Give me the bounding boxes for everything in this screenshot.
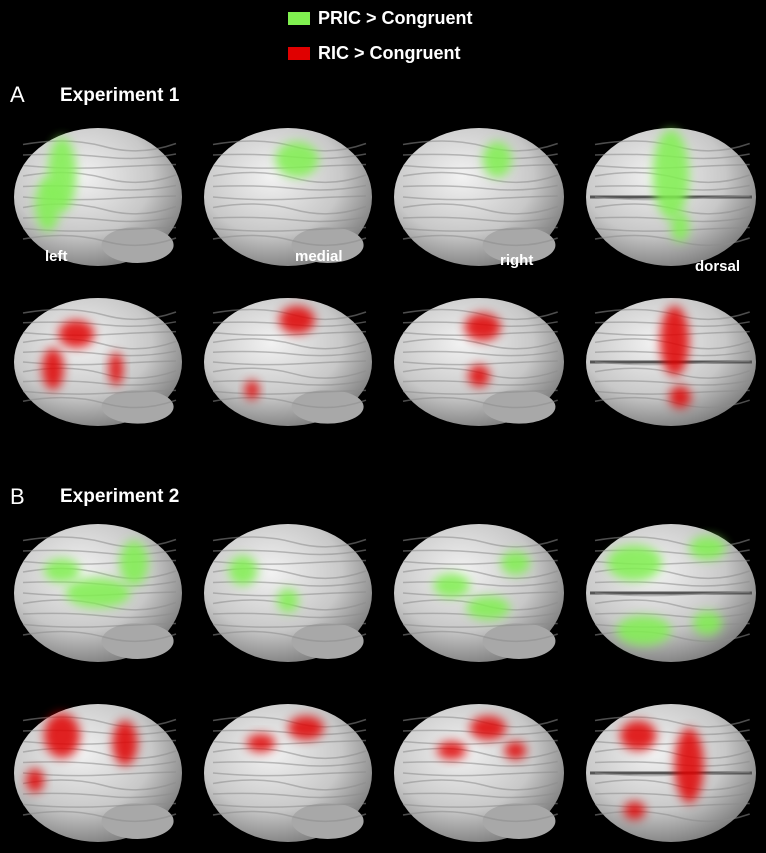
activation-blob	[689, 536, 726, 560]
activation-blob	[669, 385, 692, 409]
activation-blob	[277, 588, 299, 613]
legend-item-pric: PRIC > Congruent	[288, 8, 473, 29]
activation-blob	[616, 615, 671, 646]
brain-dorsal-row-4	[586, 704, 756, 842]
panel-letter-a: A	[10, 82, 25, 107]
activation-blob	[108, 352, 124, 386]
view-label-right: right	[500, 252, 534, 269]
activation-blob	[469, 716, 507, 740]
brain-left-row-4	[14, 704, 182, 842]
activation-blob	[288, 716, 324, 740]
activation-blob	[433, 573, 470, 598]
brain-right-row-2	[394, 298, 564, 426]
activation-blob	[275, 141, 319, 178]
activation-blob	[652, 129, 690, 220]
brain-dorsal-row-1	[586, 128, 756, 266]
brain-right-row-4	[394, 704, 564, 842]
brain-medial-row-1	[204, 128, 372, 266]
view-label-left: left	[45, 248, 68, 265]
activation-blob	[35, 177, 61, 232]
activation-blob	[468, 364, 490, 388]
activation-blob	[674, 728, 704, 803]
view-label-medial: medial	[295, 248, 343, 265]
activation-blob	[464, 313, 501, 341]
activation-blob	[246, 734, 276, 752]
brain-left-row-1	[14, 128, 182, 266]
activation-blob	[119, 540, 149, 586]
brain-dorsal-row-3	[586, 524, 756, 662]
brain-medial-row-3	[204, 524, 372, 662]
brain-right-row-1	[394, 128, 564, 266]
activation-blob	[58, 320, 95, 348]
panel-letter-b: B	[10, 484, 25, 509]
legend-swatch-green	[288, 12, 310, 25]
activation-blob	[671, 212, 690, 242]
brain-dorsal-row-2	[586, 298, 756, 426]
view-label-dorsal: dorsal	[695, 258, 741, 275]
activation-blob	[244, 380, 260, 400]
activation-blob	[279, 306, 315, 334]
panel-title-experiment-1: Experiment 1	[60, 85, 180, 106]
activation-blob	[112, 720, 138, 766]
brain-medial-row-4	[204, 704, 372, 842]
activation-blob	[607, 545, 662, 581]
activation-blob	[44, 558, 80, 583]
activation-blob	[660, 306, 690, 376]
legend-item-ric: RIC > Congruent	[288, 43, 461, 64]
activation-blob	[504, 741, 527, 760]
activation-blob	[44, 713, 80, 758]
brain-medial-row-2	[204, 298, 372, 426]
activation-blob	[623, 801, 646, 820]
activation-blob	[692, 611, 722, 635]
activation-blob	[42, 348, 64, 390]
legend-swatch-red	[288, 47, 310, 60]
activation-blob	[228, 555, 258, 586]
activation-blob	[65, 578, 131, 608]
legend-label: PRIC > Congruent	[318, 8, 473, 28]
brain-left-row-3	[14, 524, 182, 662]
activation-blob	[26, 768, 44, 793]
activation-blob	[437, 741, 467, 760]
activation-blob	[620, 720, 657, 751]
brain-left-row-2	[14, 298, 182, 426]
legend-label: RIC > Congruent	[318, 43, 461, 63]
panel-title-experiment-2: Experiment 2	[60, 486, 180, 507]
brain-right-row-3	[394, 524, 564, 662]
activation-blob	[482, 141, 512, 178]
activation-blob	[500, 551, 530, 575]
activation-blob	[466, 596, 510, 620]
